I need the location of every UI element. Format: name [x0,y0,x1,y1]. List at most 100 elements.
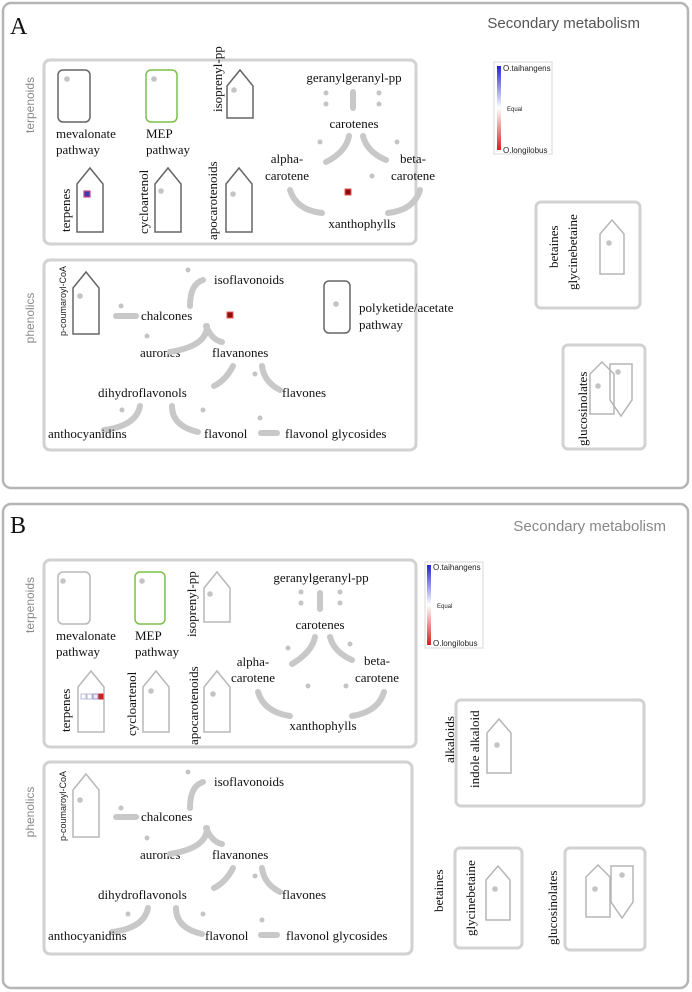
ggpp-b-dot-2 [337,589,343,595]
mevalonate-label-2: pathway [56,142,101,157]
glucosinolates-box-a [561,343,647,451]
legend-a-box [493,61,553,155]
coumaroyl-label-b: p-coumaroyl-CoA [58,771,68,841]
beta-label-b-2: carotene [355,670,399,685]
flavanones-dot [252,371,258,377]
aurones-label-b: aurones [140,847,180,862]
indole-alkaloid-dot-b [494,742,500,748]
flavonol-label: flavonol [204,426,248,441]
phenolics-label-b: phenolics [23,787,37,838]
terpenes-b-cell-2 [86,693,93,700]
terpenoids-label-b: terpenoids [23,577,37,633]
mevalonate-node [57,69,91,123]
glucosinolates-label-b: glucosinolates [545,871,560,945]
isoprenyl-label-b: isoprenyl-pp [184,571,199,637]
anthocyanidins-label-b: anthocyanidins [48,928,127,943]
apocarotenoids-label: apocarotenoids [205,161,220,240]
flavonol-dot-b [259,917,265,923]
chalcones-isoflav-arrow-b [187,779,206,811]
chalcones-to-isoflav-arrow [187,277,206,309]
polyketide-node [323,280,351,334]
carotenes-b-dot-2 [347,641,353,647]
panel-a-title: Secondary metabolism [487,15,640,32]
isoflavonoids-label-b: isoflavonoids [214,774,284,789]
ggpp-label-b: geranylgeranyl-pp [273,570,368,585]
polyketide-label-2: pathway [359,317,404,332]
phenolics-box [42,258,418,452]
alpha-label-b-2: carotene [231,670,275,685]
dihydro-antho-arrow-b [109,905,151,935]
flavonol-label-b: flavonol [205,928,249,943]
dihydro-dot-2 [200,407,206,413]
coumaroyl-dot [77,293,83,299]
carotenes-label-b: carotenes [295,617,344,632]
terpenes-b-cell-3 [92,693,99,700]
beta-xanth-arrow-b [349,689,387,719]
flavones-label: flavones [282,385,326,400]
chalcones-to-flavanones-arrow [203,323,225,345]
carotenes-alpha-arrow-b [289,634,318,667]
alpha-carotene-label-1: alpha- [271,151,303,166]
panel-a-letter: A [10,14,28,40]
alpha-to-xanth-arrow [287,187,325,216]
flavanones-label: flavanones [212,345,268,360]
coumaroyl-dot-b [77,797,83,803]
legend-a-gradient [497,66,501,150]
chalcones-aurones-arrow-b [167,825,210,857]
carotenes-dot-1 [317,139,323,145]
isoprenyl-dot [231,87,237,93]
ggpp-dot-4 [376,101,382,107]
legend-b: O.taihangens Equal O.longilobus [424,561,484,649]
carotenes-to-alpha-arrow [323,133,352,165]
legend-a-mid: Equal [507,107,522,113]
isoflav-dot [185,267,191,273]
beta-to-xanth-arrow [385,187,423,216]
cycloartenol-dot-b [148,688,154,694]
alpha-label-b-1: alpha- [237,654,269,669]
terpenoids-box-b [42,558,418,749]
apocarotenoids-label-b: apocarotenoids [186,666,201,745]
alpha-dot-b [305,683,311,689]
glycinebetaine-node-a [599,218,625,275]
isoprenyl-node-b [203,570,231,623]
isoprenyl-label: isoprenyl-pp [210,46,225,112]
terpenes-node-b [77,669,105,733]
dihydroflavonols-label: dihydroflavonols [98,385,187,400]
panel-b-frame [1,502,690,990]
terpenoids-label: terpenoids [23,77,37,133]
cycloartenol-label-b: cycloartenol [124,671,139,736]
panel-b-title: Secondary metabolism [513,518,666,535]
glycinebetaine-dot-a [606,240,612,246]
xanthophylls-label-b: xanthophylls [289,718,356,733]
indole-alkaloid-node-b [486,717,512,774]
mep-node-b [134,571,166,625]
mep-node [145,69,178,123]
glucosinolate-node-a-2 [609,363,633,418]
glucosinolate-node-b-2 [610,865,634,920]
alpha-xanth-arrow-b [255,689,293,719]
glucosinolate-dot-a-1 [595,383,601,389]
apocarotenoids-dot [230,191,236,197]
terpenes-heat-cell [83,190,91,198]
xanth-heat-cell [344,188,352,196]
apocarotenoids-node [225,166,253,233]
coumaroyl-node-b [72,772,100,838]
apocarotenoids-node-b [203,669,231,733]
isoflavonoids-label: isoflavonoids [214,272,284,287]
glucosinolates-box-b [563,846,647,952]
cycloartenol-node [154,166,182,233]
terpenes-b-cell-4 [98,693,104,700]
mep-label-b-2: pathway [135,644,180,659]
mep-label-1: MEP [146,126,173,141]
flavonol-dot [257,415,263,421]
apocarotenoids-dot-b [210,691,216,697]
betaines-label-b: betaines [431,869,446,912]
mep-label-2: pathway [146,142,191,157]
terpenes-label: terpenes [58,189,73,232]
aurones-label: aurones [140,345,180,360]
panel-a: A Secondary metabolism terpenoids mevalo… [1,1,690,490]
chalcones-to-aurones-arrow [167,323,210,355]
flavanones-dot-b [252,873,258,879]
flavanones-to-dihydro-arrow [211,363,236,389]
cycloartenol-dot [158,188,164,194]
